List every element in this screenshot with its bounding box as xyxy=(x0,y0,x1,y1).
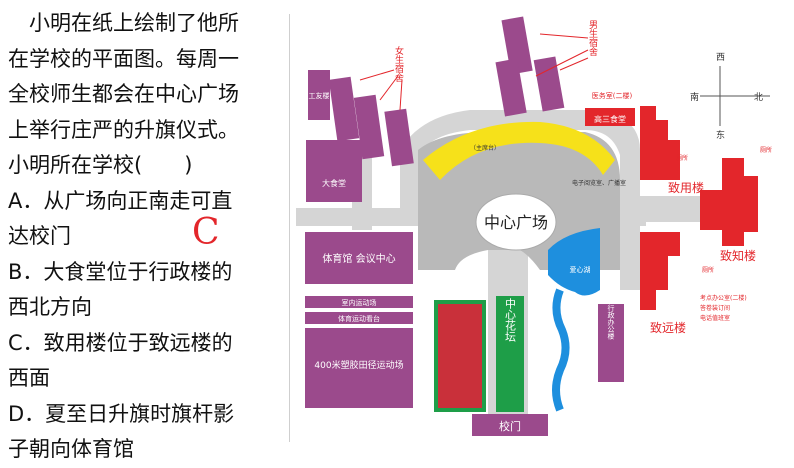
option-d: D．夏至日升旗时旗杆影 xyxy=(8,401,235,426)
dormitories xyxy=(308,16,565,167)
girls-dorm-label: 女生宿舍 xyxy=(393,45,404,83)
question-line: 上举行庄严的升旗仪式。 xyxy=(8,117,239,142)
exam-office-label-2: 答卷装订间 xyxy=(700,304,730,312)
gym-label: 体育馆 会议中心 xyxy=(322,252,395,265)
toilet-label-3: 厕所 xyxy=(702,266,714,274)
option-b: B．大食堂位于行政楼的 xyxy=(8,259,233,284)
teaching-buildings xyxy=(585,106,758,310)
indoor-sports xyxy=(305,296,413,308)
option-c-cont: 西面 xyxy=(8,366,50,390)
toilet-label-2: 厕所 xyxy=(760,146,772,154)
divider xyxy=(289,14,290,442)
gongyou-label: 工友楼 xyxy=(309,91,330,100)
exam-office-label-3: 电话值班室 xyxy=(700,314,730,322)
senior3-canteen-label: 高三食堂 xyxy=(594,114,626,124)
question-line: 小明在纸上绘制了他所 xyxy=(8,11,239,35)
canteen xyxy=(306,140,362,202)
option-b-cont: 西北方向 xyxy=(8,295,92,319)
zhizhi-label: 致知楼 xyxy=(720,248,756,263)
option-a-cont: 达校门 xyxy=(8,224,71,248)
question-line: 小明所在学校( ) xyxy=(8,153,193,177)
school-map: 中心广场 （主席台） 电子阅览室、广播室 工友楼 大食堂 体育馆 会议中心 室内… xyxy=(296,16,772,436)
option-a: A．从广场向正南走可直 xyxy=(8,188,233,213)
answer-mark: C xyxy=(192,212,220,253)
track xyxy=(305,328,413,408)
love-lake xyxy=(548,228,600,296)
stage-small-label: （主席台） xyxy=(470,144,500,152)
dorm-arrows xyxy=(359,33,589,111)
zhiyuan-label: 致远楼 xyxy=(650,320,686,335)
compass-west: 西 xyxy=(716,52,725,63)
lake-label: 爱心湖 xyxy=(570,265,591,274)
option-c: C．致用楼位于致远楼的 xyxy=(8,330,233,355)
toilet-label-1: 厕所 xyxy=(676,154,688,162)
compass-south: 南 xyxy=(690,91,699,103)
boys-dorm-label: 男生宿舍 xyxy=(587,20,598,57)
admin-building xyxy=(598,304,624,382)
canteen-label: 大食堂 xyxy=(322,178,346,188)
stands xyxy=(305,312,413,324)
garden-label: 中心花坛 xyxy=(504,298,517,342)
indoor-sports-label: 室内运动场 xyxy=(342,298,377,307)
sports-field xyxy=(434,300,486,412)
stands-label: 体育运动看台 xyxy=(338,314,380,323)
question-line: 全校师生都会在中心广场 xyxy=(8,82,239,106)
zhiyong-label: 致用楼 xyxy=(668,180,704,195)
exam-office-label: 考点办公室(二楼) xyxy=(700,294,747,302)
compass-north: 北 xyxy=(754,92,763,103)
gate-label: 校门 xyxy=(499,419,521,433)
plaza-label: 中心广场 xyxy=(484,213,548,232)
electronic-room-label: 电子阅览室、广播室 xyxy=(572,179,626,187)
admin-label: 行政办公楼 xyxy=(607,304,615,341)
question-line: 在学校的平面图。每周一 xyxy=(8,46,239,71)
track-label: 400米塑胶田径运动场 xyxy=(314,359,403,371)
gym xyxy=(305,232,413,284)
compass xyxy=(700,66,770,126)
center-garden xyxy=(496,296,524,412)
gate xyxy=(472,414,548,436)
compass-east: 东 xyxy=(716,129,725,141)
clinic-label: 医务室(二楼) xyxy=(592,91,633,100)
